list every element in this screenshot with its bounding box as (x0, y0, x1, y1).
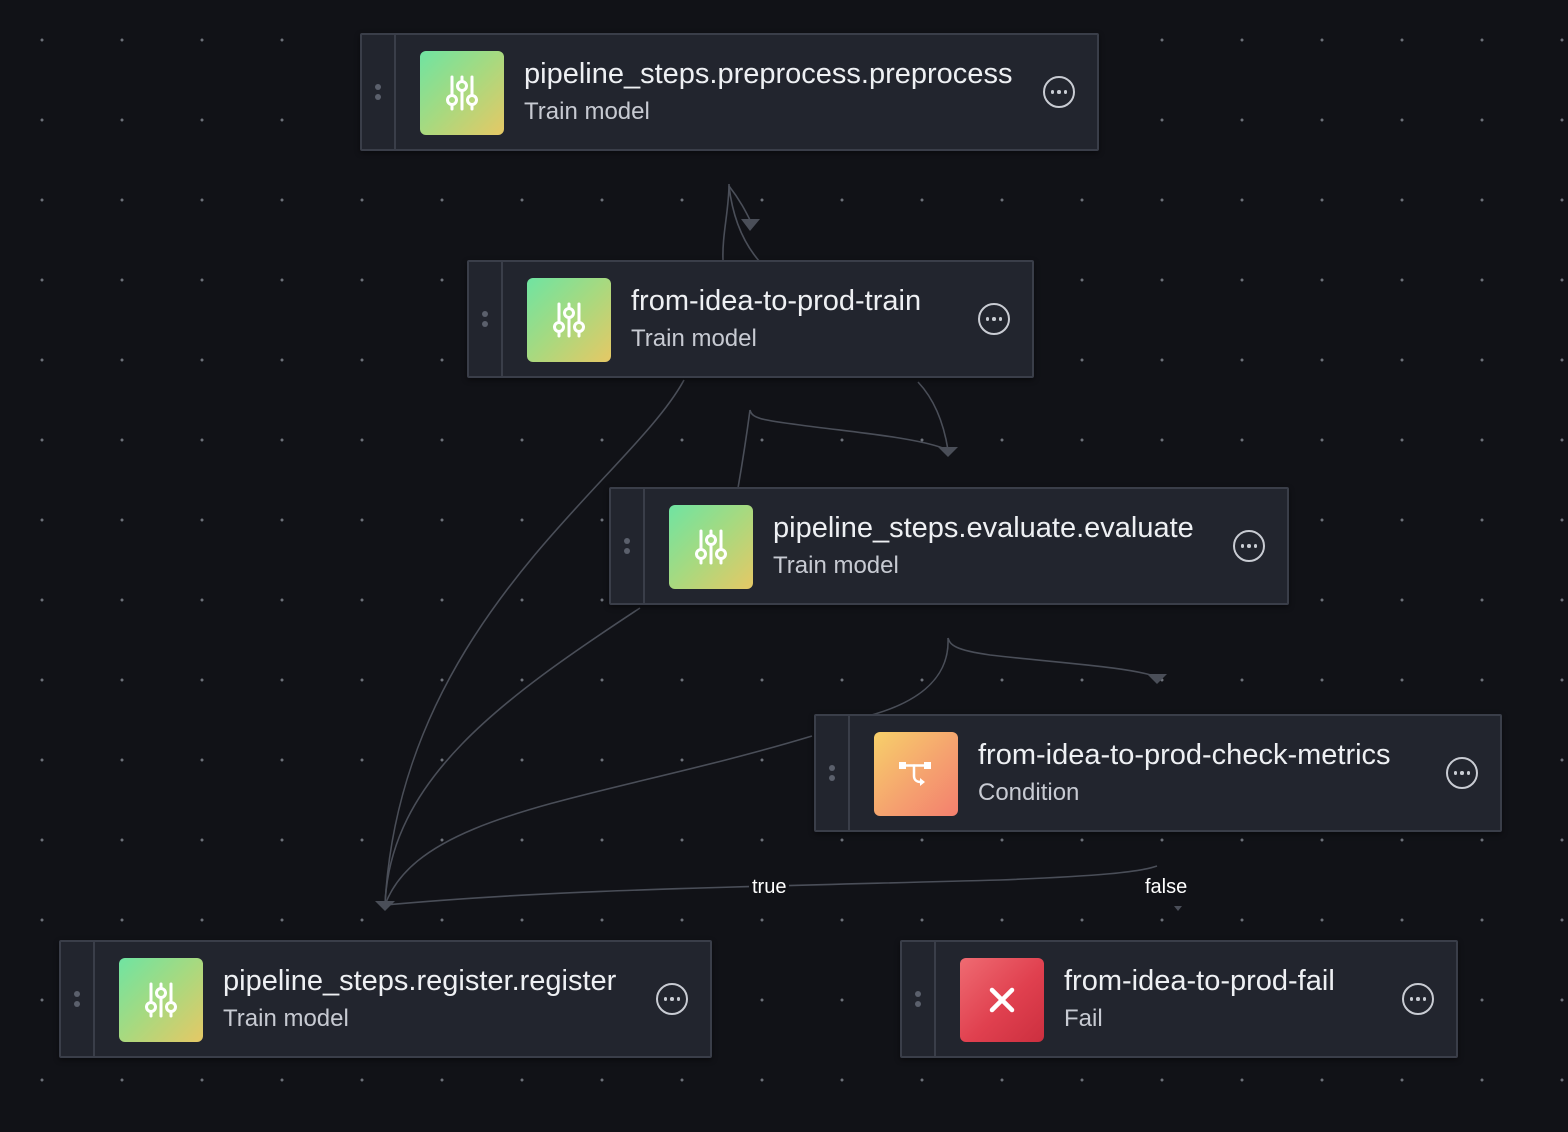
step-node-register[interactable]: pipeline_steps.register.register Train m… (59, 940, 712, 1058)
drag-handle[interactable] (902, 942, 936, 1056)
arrow-head (741, 219, 760, 231)
node-subtitle: Condition (978, 779, 1080, 806)
step-node-train[interactable]: from-idea-to-prod-train Train model (467, 260, 1034, 378)
more-options-icon[interactable] (1446, 757, 1478, 789)
branch-icon (874, 732, 958, 816)
more-options-icon[interactable] (1043, 76, 1075, 108)
drag-handle[interactable] (469, 262, 503, 376)
edge-train-evaluate (737, 409, 751, 489)
more-options-icon[interactable] (656, 983, 688, 1015)
sliders-icon (119, 958, 203, 1042)
node-title: pipeline_steps.register.register (223, 965, 617, 997)
more-options-icon[interactable] (1402, 983, 1434, 1015)
sliders-icon (669, 505, 753, 589)
more-options-icon[interactable] (978, 303, 1010, 335)
node-subtitle: Train model (223, 1005, 349, 1032)
drag-handle[interactable] (362, 35, 396, 149)
more-options-icon[interactable] (1233, 530, 1265, 562)
edge-evaluate-register (384, 607, 641, 906)
close-icon (960, 958, 1044, 1042)
drag-handle[interactable] (816, 716, 850, 830)
edge-true (384, 865, 1158, 906)
node-subtitle: Train model (773, 552, 899, 579)
edge-preprocess-train-loop (728, 185, 761, 263)
step-node-check-metrics[interactable]: from-idea-to-prod-check-metrics Conditio… (814, 714, 1502, 832)
node-title: from-idea-to-prod-fail (1064, 965, 1335, 997)
node-title: from-idea-to-prod-train (631, 285, 922, 317)
edge-label-true: true (749, 875, 790, 899)
step-node-fail[interactable]: from-idea-to-prod-fail Fail (900, 940, 1458, 1058)
edge-evaluate-check-b (859, 637, 949, 719)
node-subtitle: Fail (1064, 1005, 1103, 1032)
drag-handle[interactable] (611, 489, 645, 603)
arrow-head (375, 901, 395, 911)
step-node-preprocess[interactable]: pipeline_steps.preprocess.preprocess Tra… (360, 33, 1099, 151)
edge-preprocess-train (722, 183, 730, 261)
step-node-evaluate[interactable]: pipeline_steps.evaluate.evaluate Train m… (609, 487, 1289, 605)
edge-train-evaluate-b (749, 409, 949, 451)
arrow-head (938, 447, 958, 457)
edge-check-register (384, 735, 813, 906)
node-title: pipeline_steps.preprocess.preprocess (524, 58, 1013, 90)
edge-label-false: false (1142, 875, 1191, 899)
sliders-icon (420, 51, 504, 135)
arrow-head (1147, 674, 1167, 684)
edge-train-register (384, 379, 685, 906)
sliders-icon (527, 278, 611, 362)
node-title: pipeline_steps.evaluate.evaluate (773, 512, 1194, 544)
drag-handle[interactable] (61, 942, 95, 1056)
edge-train-evaluate-c (917, 381, 949, 451)
node-title: from-idea-to-prod-check-metrics (978, 739, 1391, 771)
arrow-head (1174, 906, 1182, 911)
edge-evaluate-check (947, 637, 1158, 678)
node-subtitle: Train model (524, 98, 650, 125)
node-subtitle: Train model (631, 325, 757, 352)
